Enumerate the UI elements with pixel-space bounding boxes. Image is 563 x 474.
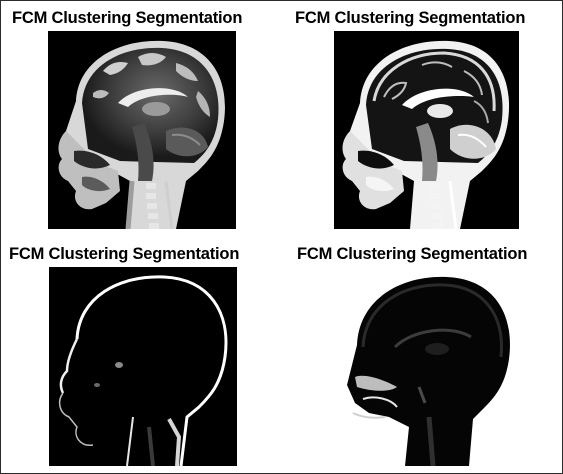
panel-3-mri-image [49, 267, 237, 466]
panel-2-title: FCM Clustering Segmentation [295, 9, 526, 27]
panel-4-mri-image [333, 267, 519, 466]
panel-4-title: FCM Clustering Segmentation [297, 245, 528, 263]
panel-2: FCM Clustering Segmentation [281, 1, 562, 237]
panel-3-title: FCM Clustering Segmentation [9, 245, 240, 263]
panel-4: FCM Clustering Segmentation [281, 237, 562, 473]
panel-1: FCM Clustering Segmentation [1, 1, 281, 237]
panel-1-title: FCM Clustering Segmentation [12, 9, 243, 27]
panel-1-mri-image [48, 31, 236, 229]
panel-2-mri-image [334, 31, 519, 229]
panel-3: FCM Clustering Segmentation [1, 237, 281, 473]
